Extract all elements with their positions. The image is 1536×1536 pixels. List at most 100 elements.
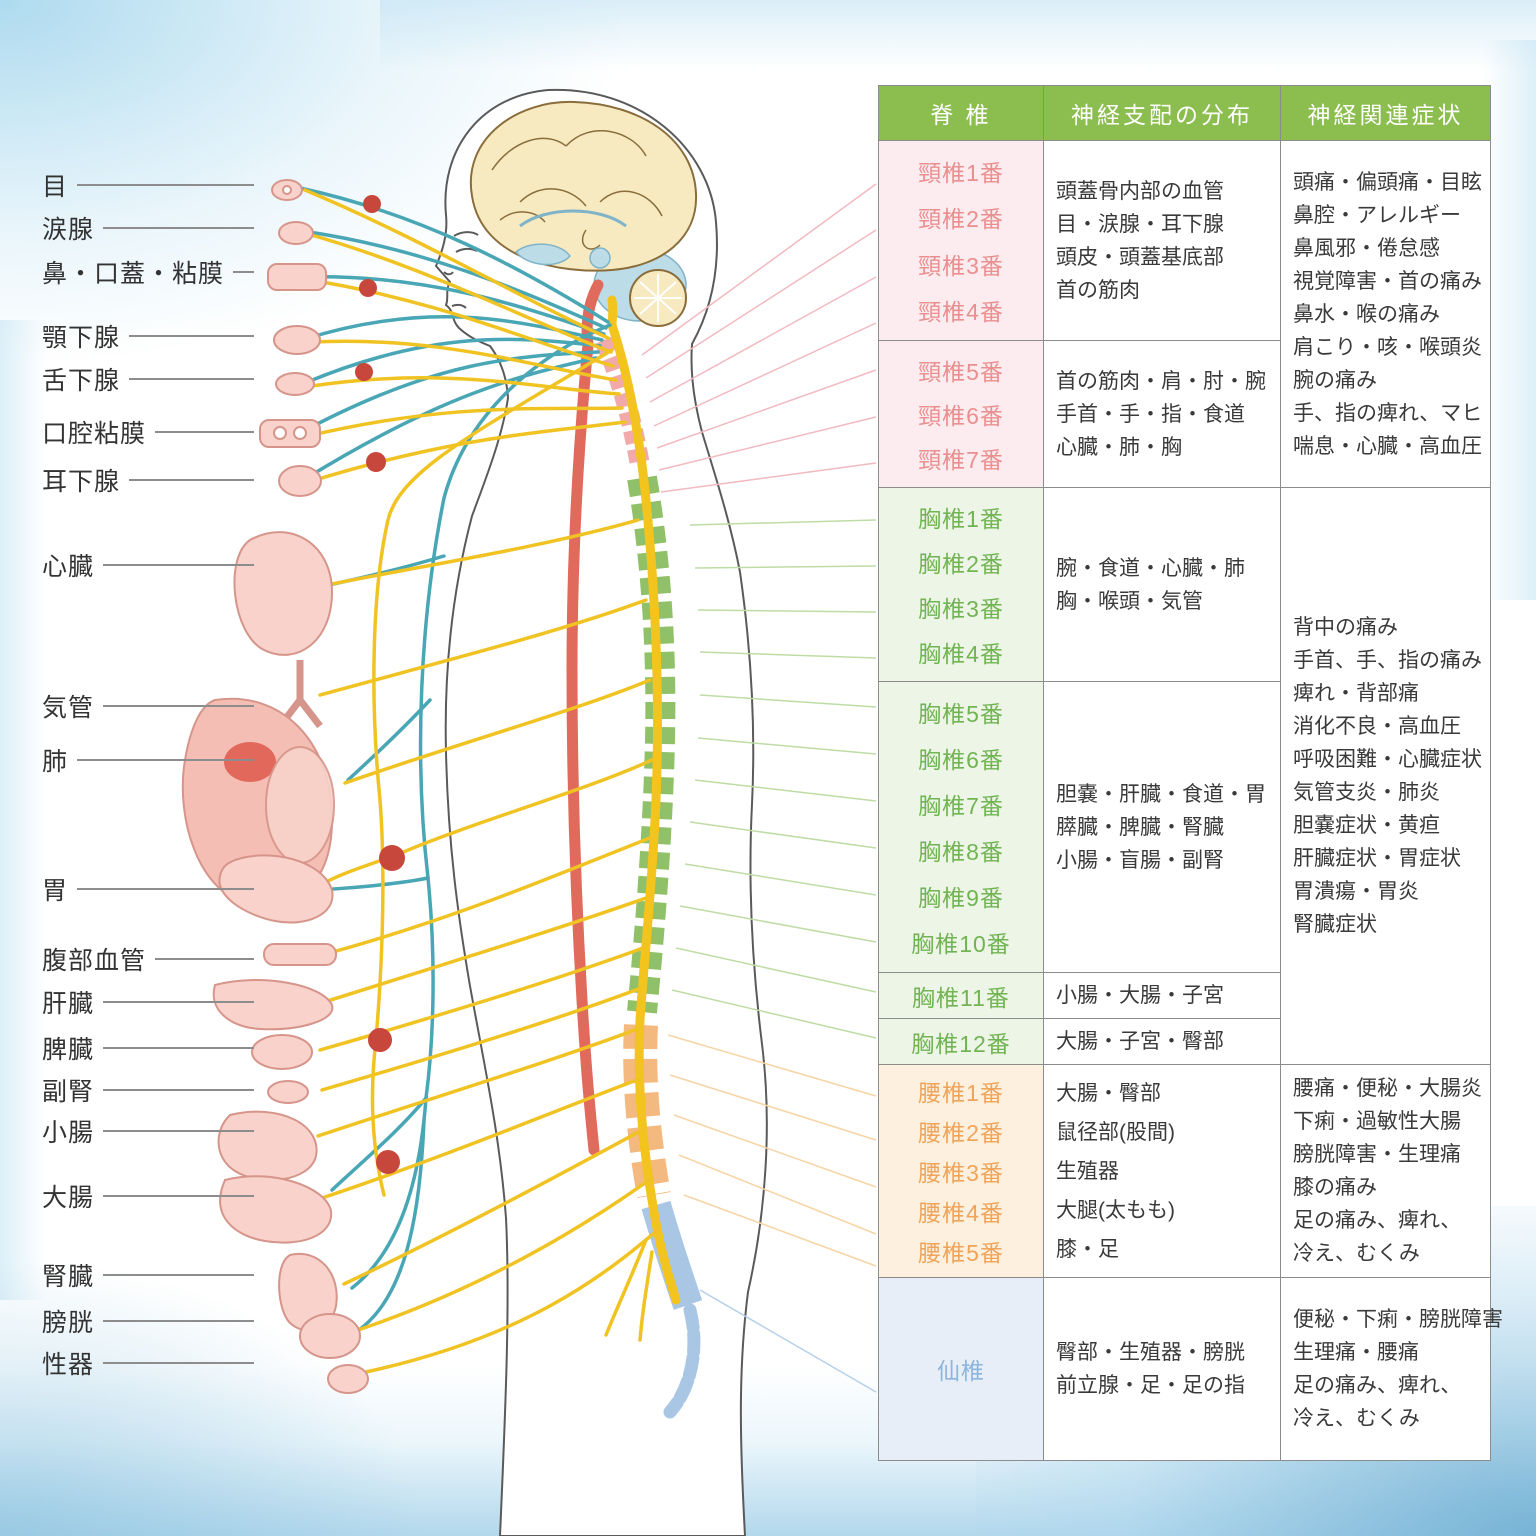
brain-folds: [491, 130, 663, 250]
abdominal-vessels-icon: [263, 943, 337, 966]
distribution-line: 膵臓・脾臓・腎臓: [1056, 815, 1224, 839]
symptom-lines: 背中の痛み手首、手、指の痛み痺れ・背部痛消化不良・高血圧呼吸困難・心臓症状気管支…: [1281, 605, 1490, 947]
organs: [181, 179, 369, 1394]
vertebra-stack: 頸椎5番頸椎6番頸椎7番: [879, 348, 1043, 481]
symptom-line: 痺れ・背部痛: [1293, 682, 1419, 705]
submandibular-gland-icon: [273, 325, 321, 355]
oral-mucosa-icon: [259, 419, 321, 448]
vertebra-label: 胸椎9番: [918, 885, 1004, 912]
organ-label-stomach: 胃: [42, 874, 254, 905]
adrenal-icon: [267, 1080, 309, 1104]
vertebra-cell-thoracic-12: 胸椎12番: [878, 1018, 1044, 1065]
vertebra-cell-lumbar-1-5: 腰椎1番腰椎2番腰椎3番腰椎4番腰椎5番: [878, 1064, 1044, 1278]
organ-label-text: 気管: [42, 694, 95, 722]
organ-label-text: 鼻・口蓋・粘膜: [42, 260, 225, 288]
symptom-line: 胆嚢症状・黄疸: [1293, 814, 1440, 837]
row-thoracic-1-4: 胸椎1番胸椎2番胸椎3番胸椎4番 腕・食道・心臓・肺胸・喉頭・気管 背中の痛み手…: [878, 487, 1491, 1065]
organ-label-text: 胃: [42, 877, 69, 905]
organ-label-spleen: 脾臓: [42, 1033, 254, 1064]
table-leader-lines: [641, 183, 877, 1393]
anatomy-illustration: [181, 88, 877, 1536]
distribution-lines: 臀部・生殖器・膀胱前立腺・足・足の指: [1044, 1330, 1280, 1408]
distribution-cell-cervical-1-4: 頭蓋骨内部の血管目・涙腺・耳下腺頭皮・頭蓋基底部首の筋肉: [1043, 140, 1281, 341]
vertebra-stack: 胸椎1番胸椎2番胸椎3番胸椎4番: [879, 495, 1043, 675]
leader-line: [129, 335, 254, 337]
vertebra-label: 頸椎1番: [918, 159, 1004, 186]
distribution-line: 首の筋肉・肩・肘・腕: [1056, 369, 1266, 393]
vertebra-label: 胸椎6番: [918, 746, 1004, 773]
vertebra-label: 腰椎3番: [918, 1159, 1004, 1186]
symptom-line: 背中の痛み: [1293, 616, 1398, 639]
organ-label-kidney: 腎臓: [42, 1260, 254, 1291]
distribution-lines: 胆嚢・肝臓・食道・胃膵臓・脾臓・腎臓小腸・盲腸・副腎: [1044, 772, 1280, 883]
organ-label-text: 腎臓: [42, 1263, 95, 1291]
symptom-line: 手、指の痺れ、マヒ: [1293, 401, 1483, 425]
header-spine-column: 脊 椎: [878, 85, 1044, 141]
organ-label-sublingual-gland: 舌下腺: [42, 364, 254, 395]
row-thoracic-12: 胸椎12番 大腸・子宮・臀部: [878, 1018, 1491, 1065]
symptom-line: 気管支炎・肺炎: [1293, 781, 1440, 804]
symptoms-cell-cervical: 頭痛・偏頭痛・目眩鼻腔・アレルギー鼻風邪・倦怠感視覚障害・首の痛み鼻水・喉の痛み…: [1280, 140, 1491, 488]
organ-label-oral-mucosa: 口腔粘膜: [42, 417, 254, 448]
leaders-cervical: [641, 183, 877, 493]
symptom-line: 腰痛・便秘・大腸炎: [1293, 1077, 1482, 1100]
distribution-cell-thoracic-12: 大腸・子宮・臀部: [1043, 1018, 1281, 1065]
spinal-cord: [607, 295, 681, 1305]
symptom-line: 鼻水・喉の痛み: [1293, 302, 1440, 326]
vertebra-stack: 胸椎11番: [879, 979, 1043, 1013]
leader-line: [103, 1195, 254, 1197]
distribution-line: 胸・喉頭・気管: [1056, 589, 1203, 613]
distribution-cell-cervical-5-7: 首の筋肉・肩・肘・腕手首・手・指・食道心臓・肺・胸: [1043, 340, 1281, 488]
organ-label-submandibular-gland: 顎下腺: [42, 321, 254, 352]
symptom-line: 胃潰瘍・胃炎: [1293, 880, 1419, 903]
vertebra-label: 胸椎4番: [918, 641, 1004, 667]
row-cervical-5-7: 頸椎5番頸椎6番頸椎7番 首の筋肉・肩・肘・腕手首・手・指・食道心臓・肺・胸: [878, 340, 1491, 488]
row-cervical-1-4: 頸椎1番頸椎2番頸椎3番頸椎4番 頭蓋骨内部の血管目・涙腺・耳下腺頭皮・頭蓋基底…: [878, 140, 1491, 488]
row-lumbar-1-5: 腰椎1番腰椎2番腰椎3番腰椎4番腰椎5番 大腸・臀部鼠径部(股間)生殖器大腿(太…: [878, 1064, 1491, 1278]
distribution-line: 小腸・盲腸・副腎: [1056, 848, 1224, 872]
organ-label-heart: 心臓: [42, 550, 254, 581]
spine-table: 脊 椎 神経支配の分布 神経関連症状 頸椎1番頸椎2番頸椎3番頸椎4番 頭蓋骨内…: [878, 85, 1503, 1461]
distribution-line: 大腸・臀部: [1056, 1081, 1161, 1105]
leaders-lumbar: [667, 1034, 877, 1267]
organ-label-text: 顎下腺: [42, 324, 121, 352]
organ-label-text: 小腸: [42, 1119, 95, 1147]
symptom-line: 消化不良・高血圧: [1293, 715, 1461, 738]
symptom-line: 便秘・下痢・膀胱障害: [1293, 1308, 1503, 1331]
vertebra-stack: 胸椎12番: [879, 1025, 1043, 1059]
distribution-lines: 大腸・子宮・臀部: [1044, 1019, 1280, 1064]
spine-coccyx: [663, 1303, 701, 1419]
organ-label-text: 舌下腺: [42, 367, 121, 395]
vertebra-label: 腰椎2番: [918, 1120, 1004, 1147]
leader-line: [103, 1320, 254, 1322]
symptom-line: 膝の痛み: [1293, 1176, 1377, 1199]
bladder-icon: [299, 1313, 361, 1359]
distribution-line: 大腸・子宮・臀部: [1056, 1030, 1224, 1053]
leader-line: [233, 271, 254, 273]
symptom-line: 視覚障害・首の痛み: [1293, 269, 1482, 293]
vertebra-cell-thoracic-11: 胸椎11番: [878, 972, 1044, 1019]
vertebra-label: 仙椎: [937, 1358, 985, 1384]
distribution-cell-sacral: 臀部・生殖器・膀胱前立腺・足・足の指: [1043, 1277, 1281, 1461]
distribution-lines: 小腸・大腸・子宮: [1044, 973, 1280, 1018]
header-distribution-column: 神経支配の分布: [1043, 85, 1281, 141]
header-symptoms-column: 神経関連症状: [1280, 85, 1491, 141]
organ-label-text: 口腔粘膜: [42, 420, 147, 448]
leader-line: [103, 705, 254, 707]
organ-label-large-intestine: 大腸: [42, 1181, 254, 1212]
distribution-line: 鼠径部(股間): [1056, 1120, 1175, 1144]
organ-label-text: 肝臓: [42, 990, 95, 1018]
vertebra-label: 胸椎8番: [918, 839, 1004, 866]
symptom-line: 喘息・心臓・高血圧: [1293, 434, 1482, 458]
leader-line: [103, 1047, 254, 1049]
organ-label-text: 肺: [42, 748, 69, 776]
symptom-line: 足の痛み、痺れ、: [1293, 1209, 1462, 1232]
leader-line: [77, 184, 254, 186]
symptoms-cell-sacral: 便秘・下痢・膀胱障害生理痛・腰痛足の痛み、痺れ、冷え、むくみ: [1280, 1277, 1503, 1461]
distribution-line: 生殖器: [1056, 1159, 1119, 1183]
liver-icon: [212, 979, 334, 1031]
symptom-lines: 頭痛・偏頭痛・目眩鼻腔・アレルギー鼻風邪・倦怠感視覚障害・首の痛み鼻水・喉の痛み…: [1281, 160, 1490, 469]
tear-gland-icon: [278, 221, 314, 245]
organ-label-text: 涙腺: [42, 216, 95, 244]
